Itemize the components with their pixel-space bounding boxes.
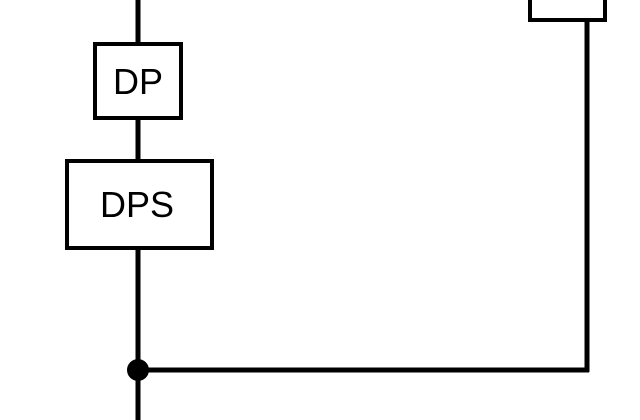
right-box [528,0,607,22]
dp-label: DP [113,61,163,102]
dps-block: DPS [65,159,214,250]
junction-dot [127,359,149,381]
dps-label: DPS [100,184,174,225]
dps-box [65,159,214,250]
dp-block: DP [93,42,183,120]
dp-box [93,42,183,120]
right-box-frame [528,0,607,22]
